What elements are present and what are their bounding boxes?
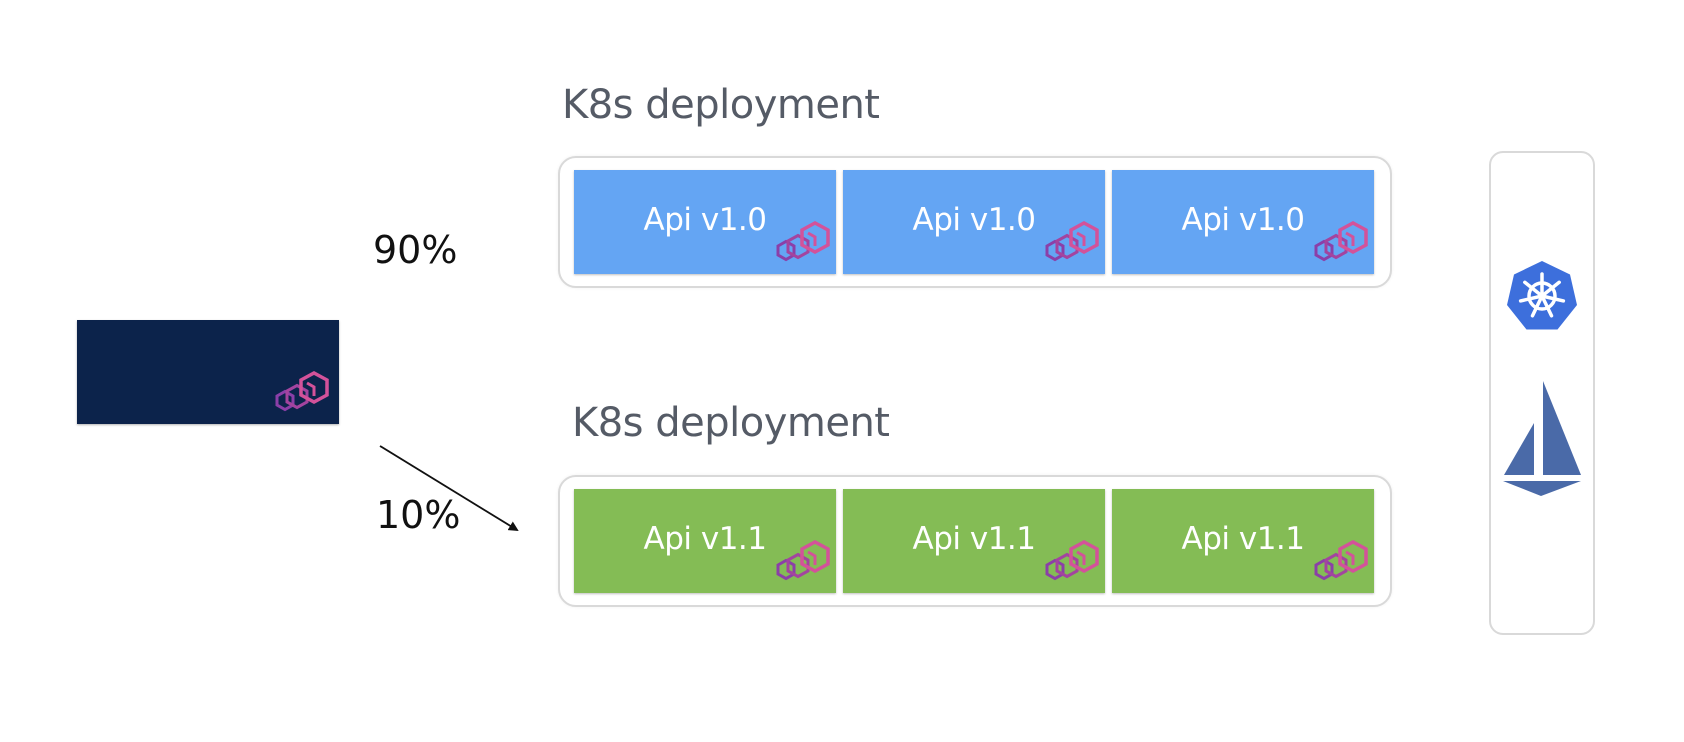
deployment-group-1: Api v1.0 Api v1.0 Api v1.0 [558,156,1392,288]
envoy-icon [776,221,830,262]
platform-panel [1489,151,1595,635]
pod-label: Api v1.1 [1181,521,1306,557]
istio-icon [1503,381,1581,496]
envoy-icon [1045,540,1099,581]
envoy-icon [1045,221,1099,262]
pod-label: Api v1.0 [1181,202,1306,238]
pod-v1-1-a: Api v1.1 [574,489,836,593]
pod-v1-1-c: Api v1.1 [1112,489,1374,593]
pod-v1-0-b: Api v1.0 [843,170,1105,274]
envoy-icon [776,540,830,581]
deployment-group-2: Api v1.1 Api v1.1 Api v1.1 [558,475,1392,607]
pod-label: Api v1.1 [643,521,768,557]
envoy-icon [1314,540,1368,581]
route-arrow [379,445,519,532]
deployment-title-1: K8s deployment [562,82,880,128]
deployment-title-2: K8s deployment [572,400,890,446]
route-percent-90: 90% [373,228,458,272]
pod-label: Api v1.0 [912,202,1037,238]
pod-v1-0-a: Api v1.0 [574,170,836,274]
pod-label: Api v1.0 [643,202,768,238]
pod-label: Api v1.1 [912,521,1037,557]
route-percent-10: 10% [376,493,461,537]
kubernetes-icon [1507,261,1577,330]
pod-v1-0-c: Api v1.0 [1112,170,1374,274]
envoy-icon [1314,221,1368,262]
gateway-box [77,320,339,424]
envoy-icon [275,371,329,412]
pod-v1-1-b: Api v1.1 [843,489,1105,593]
